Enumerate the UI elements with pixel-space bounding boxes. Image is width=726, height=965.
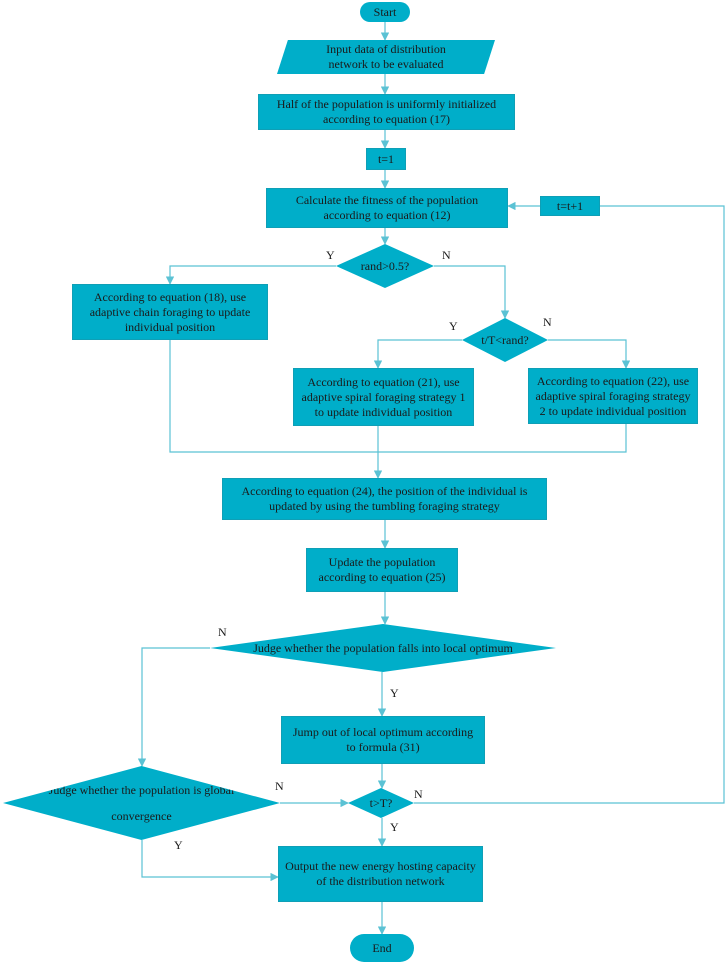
edge-final-tinc [414, 205, 725, 804]
global-no-label: N [275, 779, 284, 793]
update-population-node: Update the population according to equat… [306, 548, 458, 592]
rand-no-label: N [442, 248, 451, 262]
t-over-t-no-label: N [543, 315, 552, 329]
t-init-node: t=1 [366, 148, 406, 170]
spiral-strategy-1-node: According to equation (21), use adaptive… [293, 368, 474, 426]
final-no-label: N [414, 787, 423, 801]
local-yes-label: Y [390, 686, 399, 700]
edge-ttcheck-spiral1 [373, 339, 462, 369]
end-node: End [350, 934, 414, 962]
jump-out-node: Jump out of local optimum according to f… [281, 716, 485, 764]
final-yes-label: Y [390, 820, 399, 834]
spiral-strategy-2-node: According to equation (22), use adaptive… [528, 368, 698, 424]
rand-yes-label: Y [326, 248, 335, 262]
edge-global-output [141, 840, 279, 882]
t-increment-node: t=t+1 [540, 196, 600, 216]
edge-chain-merge [169, 340, 627, 453]
chain-foraging-node: According to equation (18), use adaptive… [72, 284, 268, 340]
edge-ttcheck-spiral2 [548, 339, 631, 369]
edge-local-global [137, 647, 210, 767]
output-node: Output the new energy hosting capacity o… [278, 846, 483, 902]
start-node: Start [360, 2, 410, 22]
t-over-t-yes-label: Y [449, 319, 458, 333]
global-yes-label: Y [174, 838, 183, 852]
edge-rand-ttcheck [434, 265, 510, 319]
input-node: Input data of distribution network to be… [277, 40, 495, 74]
local-no-label: N [218, 625, 227, 639]
fitness-node: Calculate the fitness of the population … [266, 188, 508, 228]
init-node: Half of the population is uniformly init… [258, 94, 515, 130]
edge-rand-chain [165, 265, 336, 285]
tumbling-foraging-node: According to equation (24), the position… [222, 478, 547, 520]
